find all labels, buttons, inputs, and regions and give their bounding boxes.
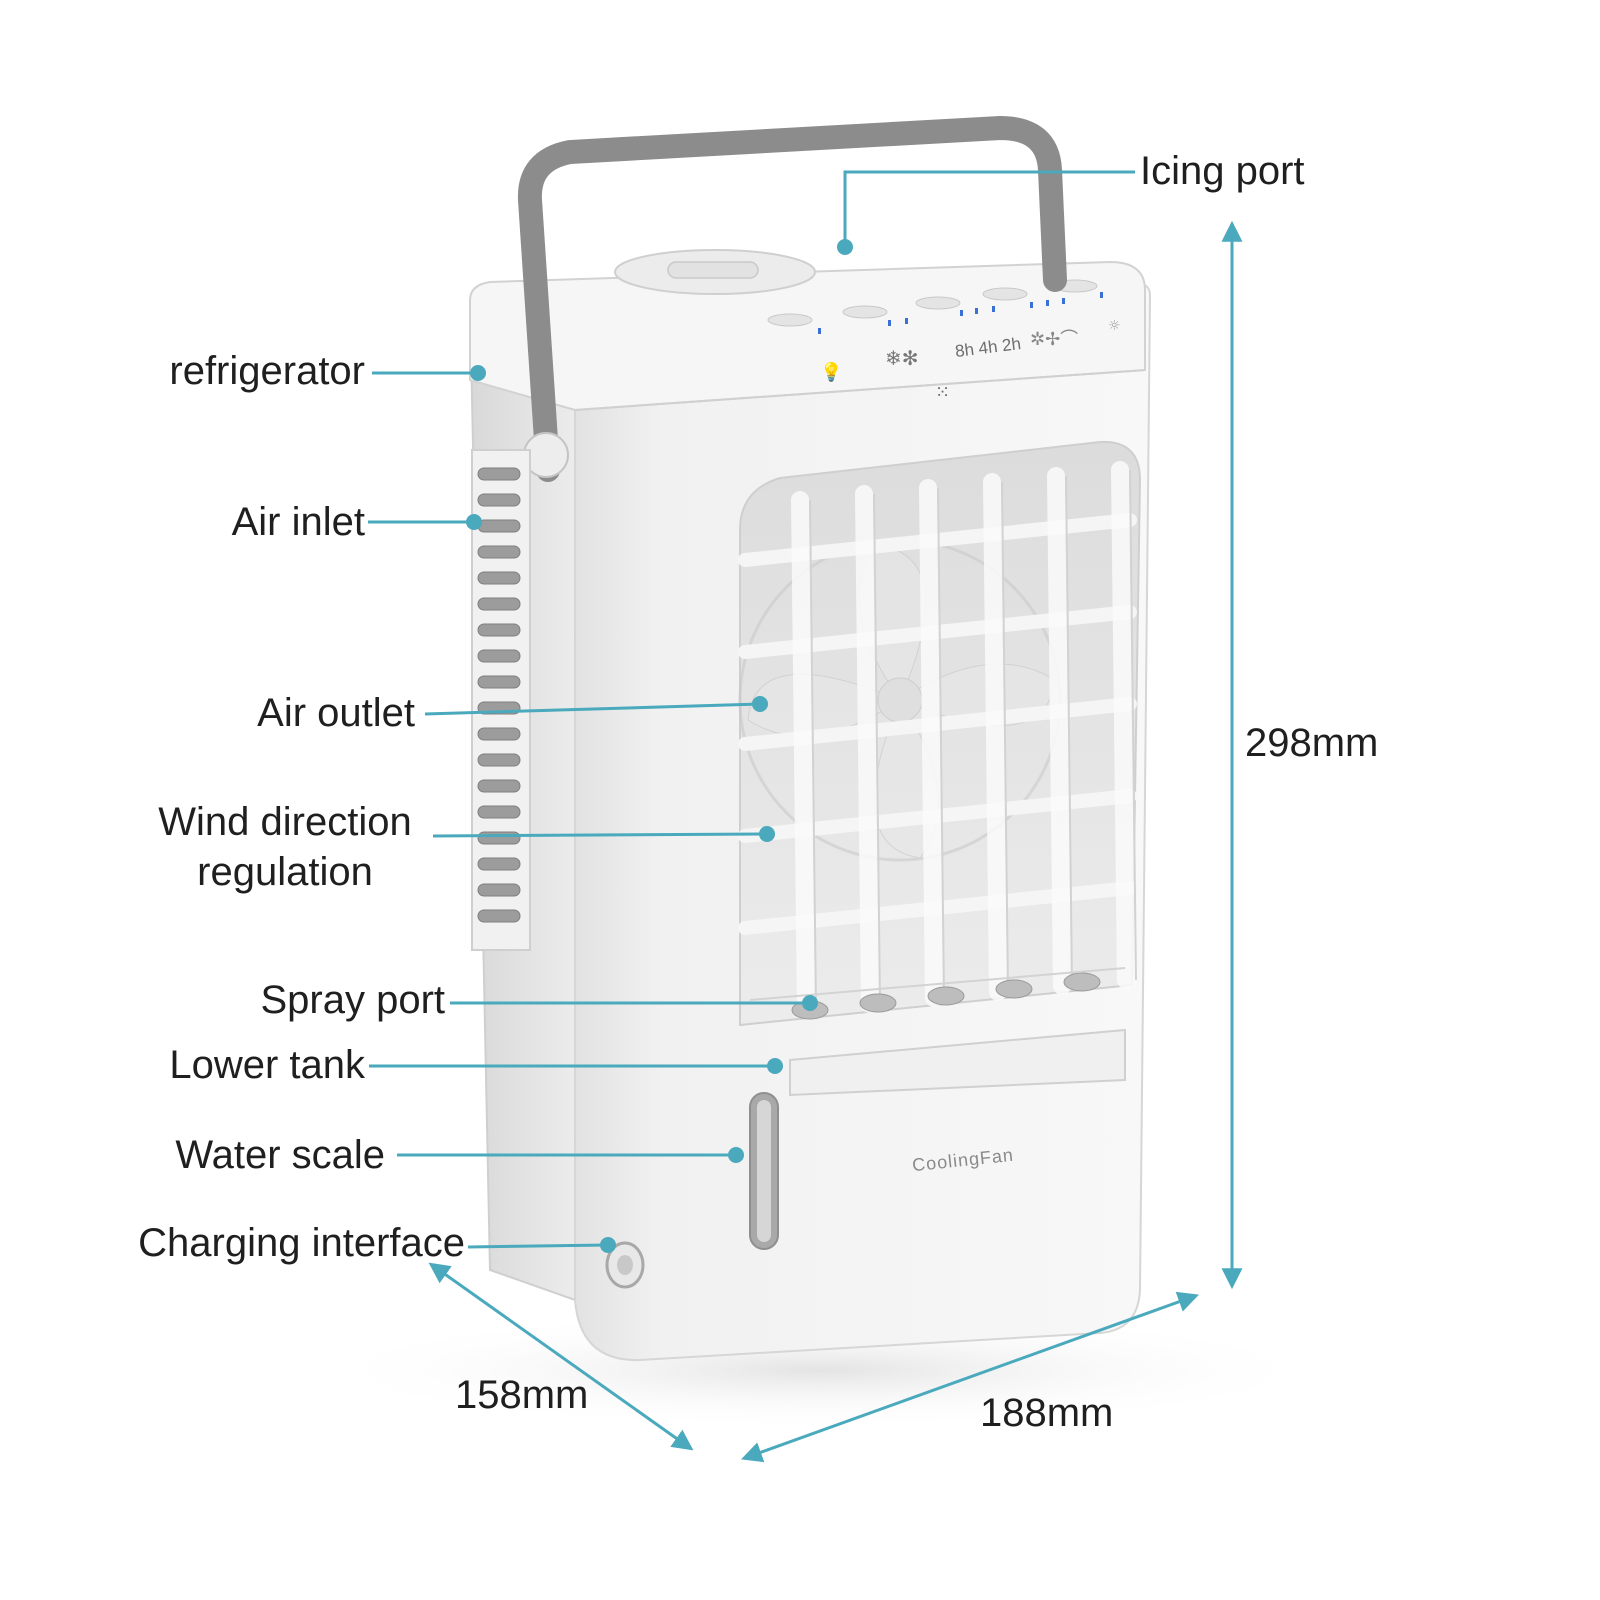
louvre-edge <box>809 499 817 1011</box>
louvre-edge <box>1065 475 1073 987</box>
callout-line-wind-direction <box>432 832 767 838</box>
tank-seam <box>749 967 1126 1001</box>
callout-line-air-outlet <box>424 702 761 716</box>
dimension-depth: 158mm <box>455 1373 589 1417</box>
wind-direction-louvres <box>791 461 1137 1019</box>
grille-slat <box>477 597 521 611</box>
louvre-blade <box>1047 467 1071 995</box>
callout-line-charging-interface <box>467 1243 609 1249</box>
label-wind-direction-regulation: Wind direction regulation <box>130 797 440 897</box>
louvre-edge <box>1001 481 1009 993</box>
control-buttons: 💡 ❄✻ ✲✢⌒ ☼ ⁙ <box>767 279 1121 403</box>
grille-slat <box>477 649 521 663</box>
dot-charging-interface <box>600 1237 616 1253</box>
dimension-arrows <box>428 220 1243 1463</box>
charging-port-inner <box>617 1255 633 1275</box>
cap-seam <box>574 369 1146 411</box>
dot-wind-direction <box>759 826 775 842</box>
label-spray-port: Spray port <box>260 978 445 1022</box>
label-air-outlet: Air outlet <box>257 691 415 735</box>
depth-arrow <box>428 1262 694 1451</box>
label-charging-interface: Charging interface <box>138 1221 465 1265</box>
lid-grip <box>667 261 759 279</box>
louvre-edge <box>873 493 881 1005</box>
grille-slat <box>477 779 521 793</box>
grille-slat <box>477 675 521 689</box>
dot-icing-port <box>837 239 853 255</box>
grille-slat <box>477 519 521 533</box>
label-lower-tank: Lower tank <box>169 1043 365 1087</box>
callout-line-icing-port <box>843 170 1135 245</box>
louvre-blade <box>855 485 879 1013</box>
grille-slat <box>477 831 521 845</box>
width-arrow <box>741 1291 1199 1463</box>
grille-slats <box>477 467 521 923</box>
grille-slat <box>477 467 521 481</box>
svg-text:❄✻: ❄✻ <box>885 346 919 370</box>
dimension-height: 298mm <box>1245 721 1379 765</box>
dot-lower-tank <box>767 1058 783 1074</box>
grille-slat <box>477 805 521 819</box>
svg-text:💡: 💡 <box>820 361 842 383</box>
grille-slat <box>477 909 521 923</box>
spray-nozzle <box>995 979 1033 999</box>
label-refrigerator: refrigerator <box>169 349 365 393</box>
grille-slat <box>477 493 521 507</box>
grille-slat <box>477 571 521 585</box>
grille-slat <box>477 623 521 637</box>
svg-text:✲✢⌒: ✲✢⌒ <box>1030 329 1078 350</box>
callout-dots <box>466 239 853 1253</box>
dimension-width: 188mm <box>980 1391 1114 1435</box>
label-water-scale: Water scale <box>175 1133 385 1177</box>
svg-text:⁙: ⁙ <box>935 382 950 403</box>
callouts <box>368 170 1135 1249</box>
louvre-blade <box>791 491 815 1019</box>
dot-water-scale <box>728 1147 744 1163</box>
louvre-edge <box>937 487 945 999</box>
svg-text:☼: ☼ <box>1108 318 1121 334</box>
carry-handle <box>517 115 1067 482</box>
spray-nozzle <box>1063 972 1101 992</box>
dot-spray-port <box>802 995 818 1011</box>
grille-slat <box>477 753 521 767</box>
louvre-edge <box>1129 469 1137 981</box>
top-cap <box>469 260 1146 412</box>
grille-slat <box>477 727 521 741</box>
dot-refrigerator <box>470 365 486 381</box>
grille-slat <box>477 545 521 559</box>
label-air-inlet: Air inlet <box>231 500 365 544</box>
label-icing-port: Icing port <box>1140 149 1305 193</box>
grille-slat <box>477 883 521 897</box>
water-scale-level <box>757 1100 771 1242</box>
spray-nozzle <box>927 986 965 1006</box>
dot-air-outlet <box>752 696 768 712</box>
label-wind-direction-line2: regulation <box>197 850 373 894</box>
lower-tank-trim <box>789 1028 1126 1097</box>
spray-nozzle <box>859 993 897 1013</box>
louvre-blade <box>983 473 1007 1001</box>
label-wind-direction-line1: Wind direction <box>158 800 412 844</box>
louvre-blade <box>1111 461 1135 989</box>
dot-air-inlet <box>466 514 482 530</box>
grille-slat <box>477 857 521 871</box>
louvre-blade <box>919 479 943 1007</box>
